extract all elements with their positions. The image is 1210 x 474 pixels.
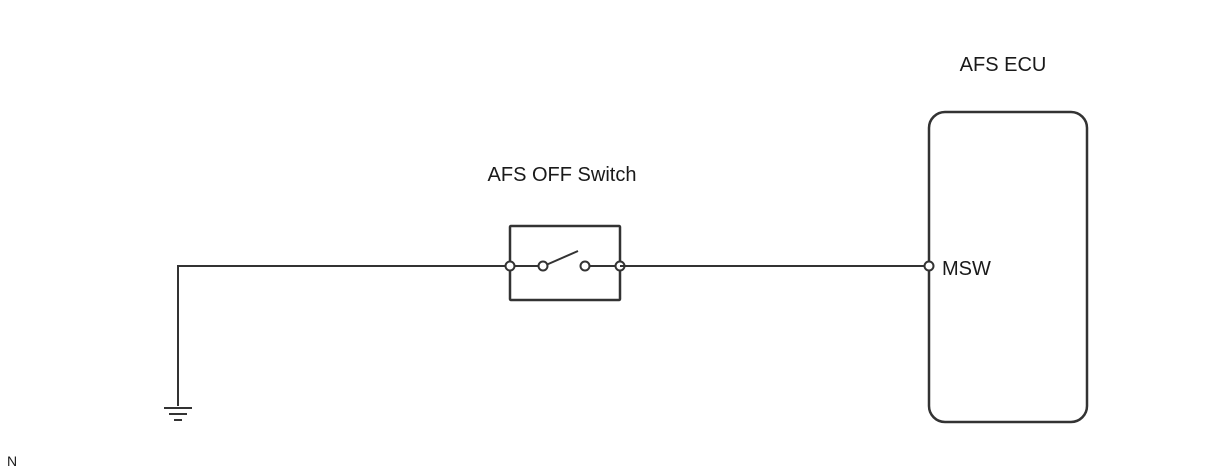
switch-title: AFS OFF Switch bbox=[488, 164, 637, 186]
msw-terminal-label: MSW bbox=[942, 258, 991, 280]
switch-terminal-left bbox=[504, 260, 516, 272]
ground-icon bbox=[164, 407, 192, 421]
ground-wire bbox=[177, 265, 510, 406]
footer-mark: N bbox=[7, 453, 17, 469]
ecu-title: AFS ECU bbox=[960, 54, 1047, 76]
switch-contact-left bbox=[537, 260, 549, 272]
msw-terminal bbox=[923, 260, 935, 272]
switch-contact-right bbox=[579, 260, 591, 272]
afs-off-switch bbox=[504, 224, 626, 302]
